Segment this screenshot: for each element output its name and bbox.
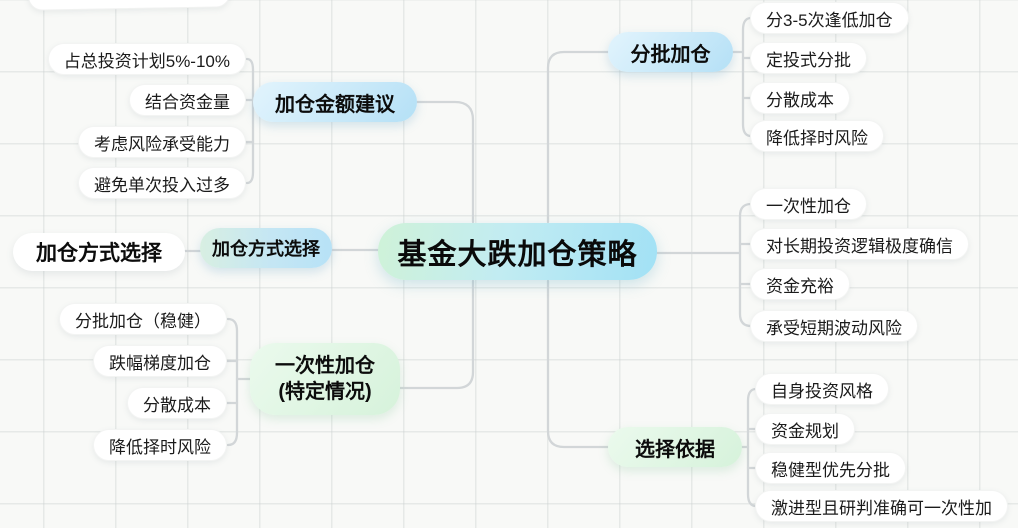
child-node[interactable]: 分3-5次逢低加仓 (750, 2, 909, 34)
child-node[interactable]: 降低择时风险 (750, 120, 884, 152)
label-method-choice[interactable]: 加仓方式选择 (13, 233, 185, 271)
topic-method-choice[interactable]: 加仓方式选择 (200, 228, 332, 268)
child-node[interactable]: 分散成本 (750, 82, 850, 114)
topic-amount-advice[interactable]: 加仓金额建议 (253, 82, 417, 122)
child-node[interactable]: 资金规划 (755, 413, 855, 445)
central-topic[interactable]: 基金大跌加仓策略 (378, 223, 657, 280)
child-node[interactable]: 降低择时风险 (93, 429, 227, 461)
child-node[interactable]: 定投式分批 (750, 42, 867, 74)
child-node[interactable]: 考虑风险承受能力 (78, 126, 246, 158)
child-node[interactable]: 自身投资风格 (755, 373, 889, 405)
child-node[interactable]: 一次性加仓 (750, 188, 867, 220)
child-node[interactable]: 对长期投资逻辑极度确信 (750, 228, 969, 260)
topic-selection-basis[interactable]: 选择依据 (608, 427, 742, 467)
child-node[interactable]: 结合资金量 (129, 84, 246, 116)
child-node[interactable]: 资金充裕 (750, 268, 850, 300)
child-node[interactable]: 避免单次投入过多 (78, 167, 246, 199)
child-node[interactable]: 占总投资计划5%-10% (47, 43, 246, 75)
child-node[interactable]: 跌幅梯度加仓 (93, 345, 227, 377)
topic-lump-sum-special[interactable]: 一次性加仓 (特定情况) (250, 343, 400, 415)
child-node[interactable]: 稳健型优先分批 (755, 452, 906, 484)
child-node[interactable]: 分散成本 (127, 387, 227, 419)
child-node[interactable]: 激进型且研判准确可一次性加 (755, 490, 1008, 522)
topic-batch-add[interactable]: 分批加仓 (608, 32, 733, 72)
child-node[interactable]: 承受短期波动风险 (750, 310, 918, 342)
child-node[interactable]: 分批加仓（稳健） (59, 303, 227, 335)
